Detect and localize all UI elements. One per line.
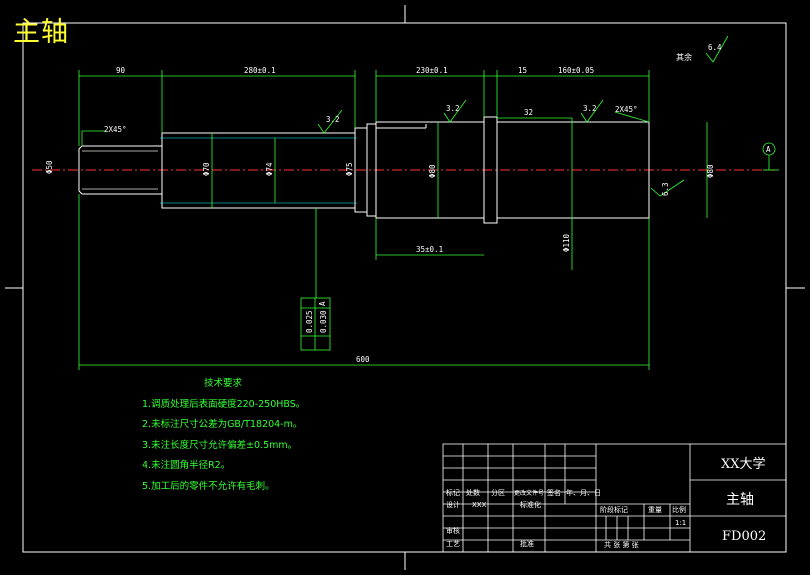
- dim-15: 15: [518, 66, 527, 75]
- roughness-label-2: 3.2: [446, 104, 460, 113]
- dim-90: 90: [116, 66, 126, 75]
- tb-ratio: 比例: [672, 505, 686, 514]
- dia-80: Φ80: [428, 164, 437, 178]
- datum-letter: A: [766, 145, 771, 154]
- dim-32: 32: [524, 108, 533, 117]
- drawing-title: 主轴: [13, 17, 69, 48]
- tb-stage: 阶段标记: [600, 505, 628, 514]
- title-block: [442, 443, 787, 553]
- note-item-2: 2.未标注尺寸公差为GB/T18204-m。: [142, 419, 303, 430]
- dim-35: 35±0.1: [416, 245, 443, 254]
- tb-label-change: 更改文件号: [514, 489, 544, 497]
- tb-designer-name: XXX: [472, 501, 487, 509]
- note-item-4: 4.未注圆角半径R2。: [142, 460, 231, 471]
- tolerance-datum: A: [318, 301, 327, 306]
- dimension-lines: [78, 70, 779, 370]
- tb-sheets: 共 张 第 张: [604, 540, 639, 549]
- note-item-3: 3.未注长度尺寸允许偏差±0.5mm。: [142, 439, 298, 451]
- note-item-5: 5.加工后的零件不允许有毛刺。: [142, 480, 275, 492]
- note-item-1: 1.调质处理后表面硬度220-250HBS。: [142, 398, 306, 410]
- tb-approve: 批准: [520, 539, 534, 548]
- dim-230: 230±0.1: [416, 66, 448, 75]
- dia-50: Φ50: [45, 160, 54, 174]
- tolerance-value-1: 0.025: [305, 310, 314, 333]
- dim-280: 280±0.1: [244, 66, 276, 75]
- tb-part: 主轴: [726, 492, 754, 508]
- tb-weight: 重量: [648, 506, 662, 514]
- tb-code: FD002: [722, 529, 766, 544]
- roughness-label-3: 3.2: [583, 104, 597, 113]
- dia-70: Φ70: [202, 162, 211, 176]
- roughness-label-1: 3.2: [326, 115, 340, 124]
- notes-heading: 技术要求: [204, 378, 243, 389]
- roughness-rest-label: 其余: [676, 52, 692, 62]
- tb-school: XX大学: [721, 456, 766, 472]
- tb-review: 审核: [446, 526, 460, 535]
- tb-label-sign: 签名: [547, 488, 561, 497]
- dia-110: Φ110: [562, 233, 571, 252]
- shaft-outline: [78, 116, 650, 224]
- sheet-frame: [5, 5, 805, 570]
- roughness-symbols: [317, 35, 729, 197]
- tolerance-frame: [300, 297, 331, 351]
- tb-standard: 标准化: [520, 500, 541, 509]
- tb-label-mark: 标记: [446, 488, 460, 497]
- dia-75: Φ75: [345, 162, 354, 176]
- tb-process: 工艺: [446, 540, 460, 548]
- dim-160: 160±0.05: [558, 66, 594, 75]
- chamfer-label-2: 2X45°: [615, 105, 638, 114]
- chamfer-label-1: 2X45°: [104, 125, 127, 134]
- roughness-label-5: 6.4: [708, 43, 722, 52]
- dim-600: 600: [356, 355, 370, 364]
- roughness-label-4: 6.3: [661, 182, 670, 196]
- dia-80-b: Φ80: [706, 164, 715, 178]
- datum-symbol: [762, 142, 776, 170]
- technical-notes: 技术要求 1.调质处理后表面硬度220-250HBS。 2.未标注尺寸公差为GB…: [142, 374, 305, 497]
- tb-label-zone: 分区: [491, 488, 505, 497]
- tb-scale: 1:1: [675, 519, 686, 527]
- tolerance-value-2: 0.030: [319, 310, 328, 333]
- tb-label-count: 处数: [466, 488, 480, 497]
- tb-designer: 设计: [446, 500, 460, 509]
- dia-74: Φ74: [265, 162, 274, 176]
- tb-label-date: 年、月、日: [566, 488, 601, 497]
